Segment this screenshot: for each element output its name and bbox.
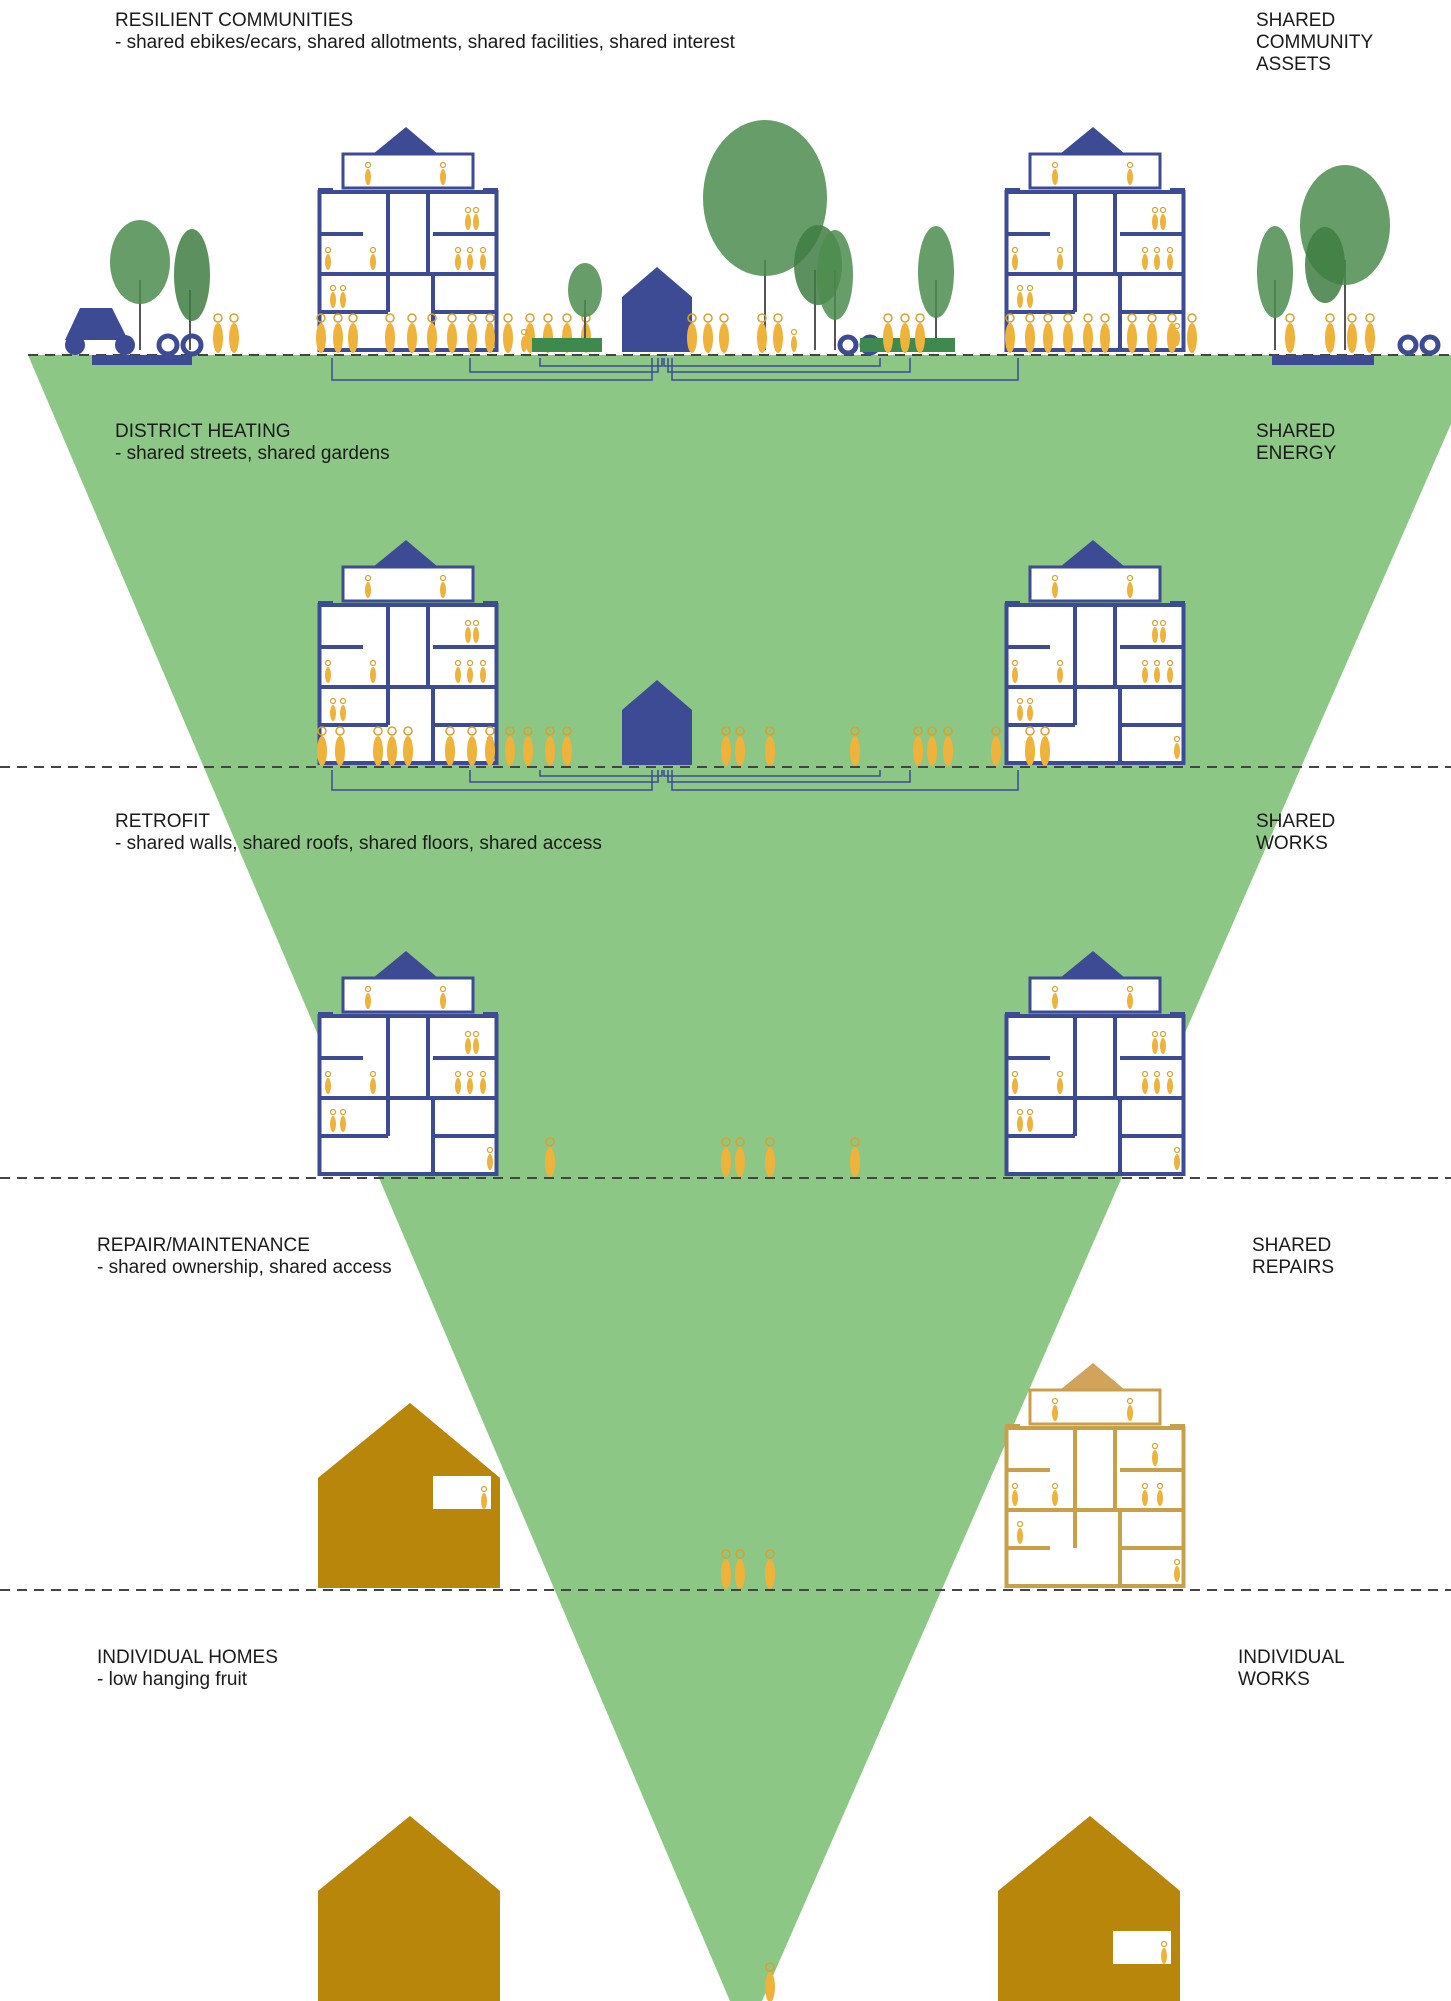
level-title: REPAIR/MAINTENANCE (97, 1235, 310, 1256)
individual-house-icon (998, 1801, 1180, 2001)
shared-asset-pad (1272, 355, 1374, 365)
level-title: RETROFIT (115, 811, 210, 832)
right-label-line: WORKS (1238, 1669, 1310, 1690)
level-dividers (0, 354, 1451, 1591)
tree-icon (703, 120, 954, 350)
tree-icon (110, 220, 210, 350)
level-1-illustration (65, 120, 1441, 381)
level-2-label: DISTRICT HEATING - shared streets, share… (115, 421, 390, 465)
level-title: RESILIENT COMMUNITIES (115, 10, 354, 31)
apartment-building-left (318, 951, 498, 1174)
level-2-illustration (317, 540, 1185, 791)
level-2-right-label: SHARED ENERGY (1256, 421, 1336, 465)
level-4-illustration (318, 1363, 1185, 1590)
right-label-line: INDIVIDUAL (1238, 1647, 1345, 1668)
right-label-line: SHARED (1256, 811, 1336, 832)
tree-icon (1257, 165, 1390, 350)
right-label-line: SHARED (1252, 1235, 1332, 1256)
apartment-building-left (318, 540, 498, 763)
level-4-right-label: SHARED REPAIRS (1252, 1235, 1334, 1279)
level-3-right-label: SHARED WORKS (1256, 811, 1335, 855)
level-1-right-label: SHARED COMMUNITY ASSETS (1256, 10, 1373, 76)
apartment-building-right (1005, 127, 1185, 350)
level-title: INDIVIDUAL HOMES (97, 1647, 278, 1668)
ebike-icon (156, 333, 204, 357)
level-5-label: INDIVIDUAL HOMES - low hanging fruit (97, 1647, 278, 1691)
level-5-illustration (318, 1801, 1180, 2001)
apartment-building-right (1005, 540, 1185, 763)
level-title: DISTRICT HEATING (115, 421, 291, 442)
right-label-line: WORKS (1256, 833, 1328, 854)
ebike-icon (1397, 334, 1441, 356)
right-label-line: SHARED (1256, 10, 1336, 31)
right-label-line: COMMUNITY (1256, 32, 1374, 53)
level-5-right-label: INDIVIDUAL WORKS (1238, 1647, 1345, 1691)
ecar-icon (65, 308, 192, 365)
individual-house-icon (318, 1801, 500, 2001)
level-subtitle: - shared streets, shared gardens (115, 443, 390, 464)
level-subtitle: - shared walls, shared roofs, shared flo… (115, 833, 602, 854)
level-3-label: RETROFIT - shared walls, shared roofs, s… (115, 811, 602, 855)
allotment-icon (532, 263, 602, 352)
right-label-line: ASSETS (1256, 54, 1331, 75)
level-subtitle: - low hanging fruit (97, 1669, 247, 1690)
right-label-line: REPAIRS (1252, 1257, 1335, 1278)
level-1-label: RESILIENT COMMUNITIES - shared ebikes/ec… (115, 10, 735, 54)
apartment-building-repair (1005, 1363, 1185, 1586)
right-label-line: ENERGY (1256, 443, 1337, 464)
level-4-label: REPAIR/MAINTENANCE - shared ownership, s… (97, 1235, 392, 1279)
community-facility-icon (622, 267, 692, 352)
level-subtitle: - shared ebikes/ecars, shared allotments… (115, 32, 735, 53)
level-subtitle: - shared ownership, shared access (97, 1257, 392, 1278)
heating-network (331, 358, 1019, 381)
apartment-building-right (1005, 951, 1185, 1174)
heating-network (331, 770, 1019, 791)
right-label-line: SHARED (1256, 421, 1336, 442)
